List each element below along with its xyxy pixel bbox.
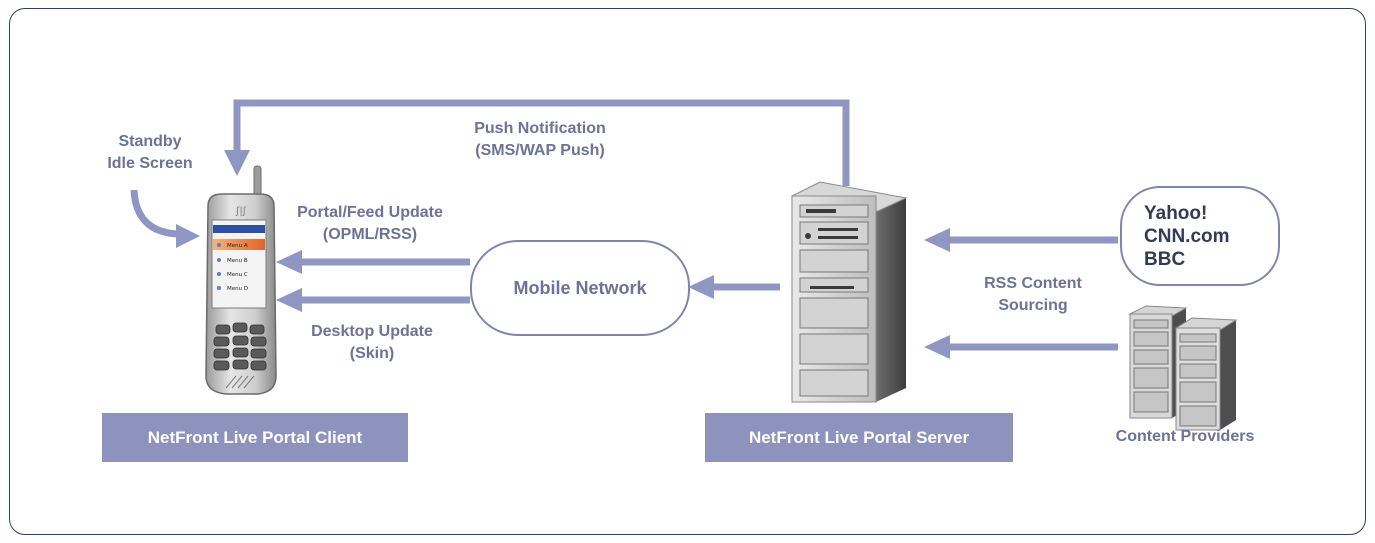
source-bbc: BBC (1144, 248, 1186, 270)
server-box-label: NetFront Live Portal Server (748, 427, 970, 447)
source-cnn: CNN.com (1144, 225, 1230, 247)
providers-arrow-head (924, 335, 950, 359)
desktop-arrow-head (276, 288, 302, 312)
push-arrow-path (233, 99, 850, 186)
standby-arrow-path (130, 189, 179, 238)
diagram-frame (9, 8, 1366, 535)
desktop-update-label: Desktop Update(Skin) (311, 323, 433, 362)
mobile-network-label: Mobile Network (513, 277, 647, 298)
phone-menu-a: Menu A (227, 243, 248, 249)
client-box: NetFront Live Portal Client (102, 413, 408, 462)
standby-arrow-head (176, 224, 200, 248)
server-network-arrow-head (688, 275, 714, 299)
push-notification-label: Push Notification(SMS/WAP Push) (474, 120, 606, 159)
sources-node: Yahoo! CNN.com BBC (1120, 186, 1280, 286)
push-arrow-head (224, 150, 250, 176)
sources-arrow-head (924, 228, 950, 252)
source-yahoo: Yahoo! (1144, 202, 1208, 224)
svg-text:ʃ|ʃ: ʃ|ʃ (235, 206, 247, 217)
server-box: NetFront Live Portal Server (705, 413, 1013, 462)
mobile-network-node: Mobile Network (470, 240, 690, 336)
client-box-label: NetFront Live Portal Client (147, 427, 363, 447)
phone-menu-d: Menu D (227, 286, 248, 292)
portal-feed-label: Portal/Feed Update(OPML/RSS) (297, 204, 443, 243)
phone-menu-c: Menu C (227, 272, 248, 278)
phone-menu-b: Menu B (227, 258, 248, 264)
portal-arrow-head (276, 250, 302, 274)
content-providers-label: Content Providers (1115, 428, 1255, 445)
